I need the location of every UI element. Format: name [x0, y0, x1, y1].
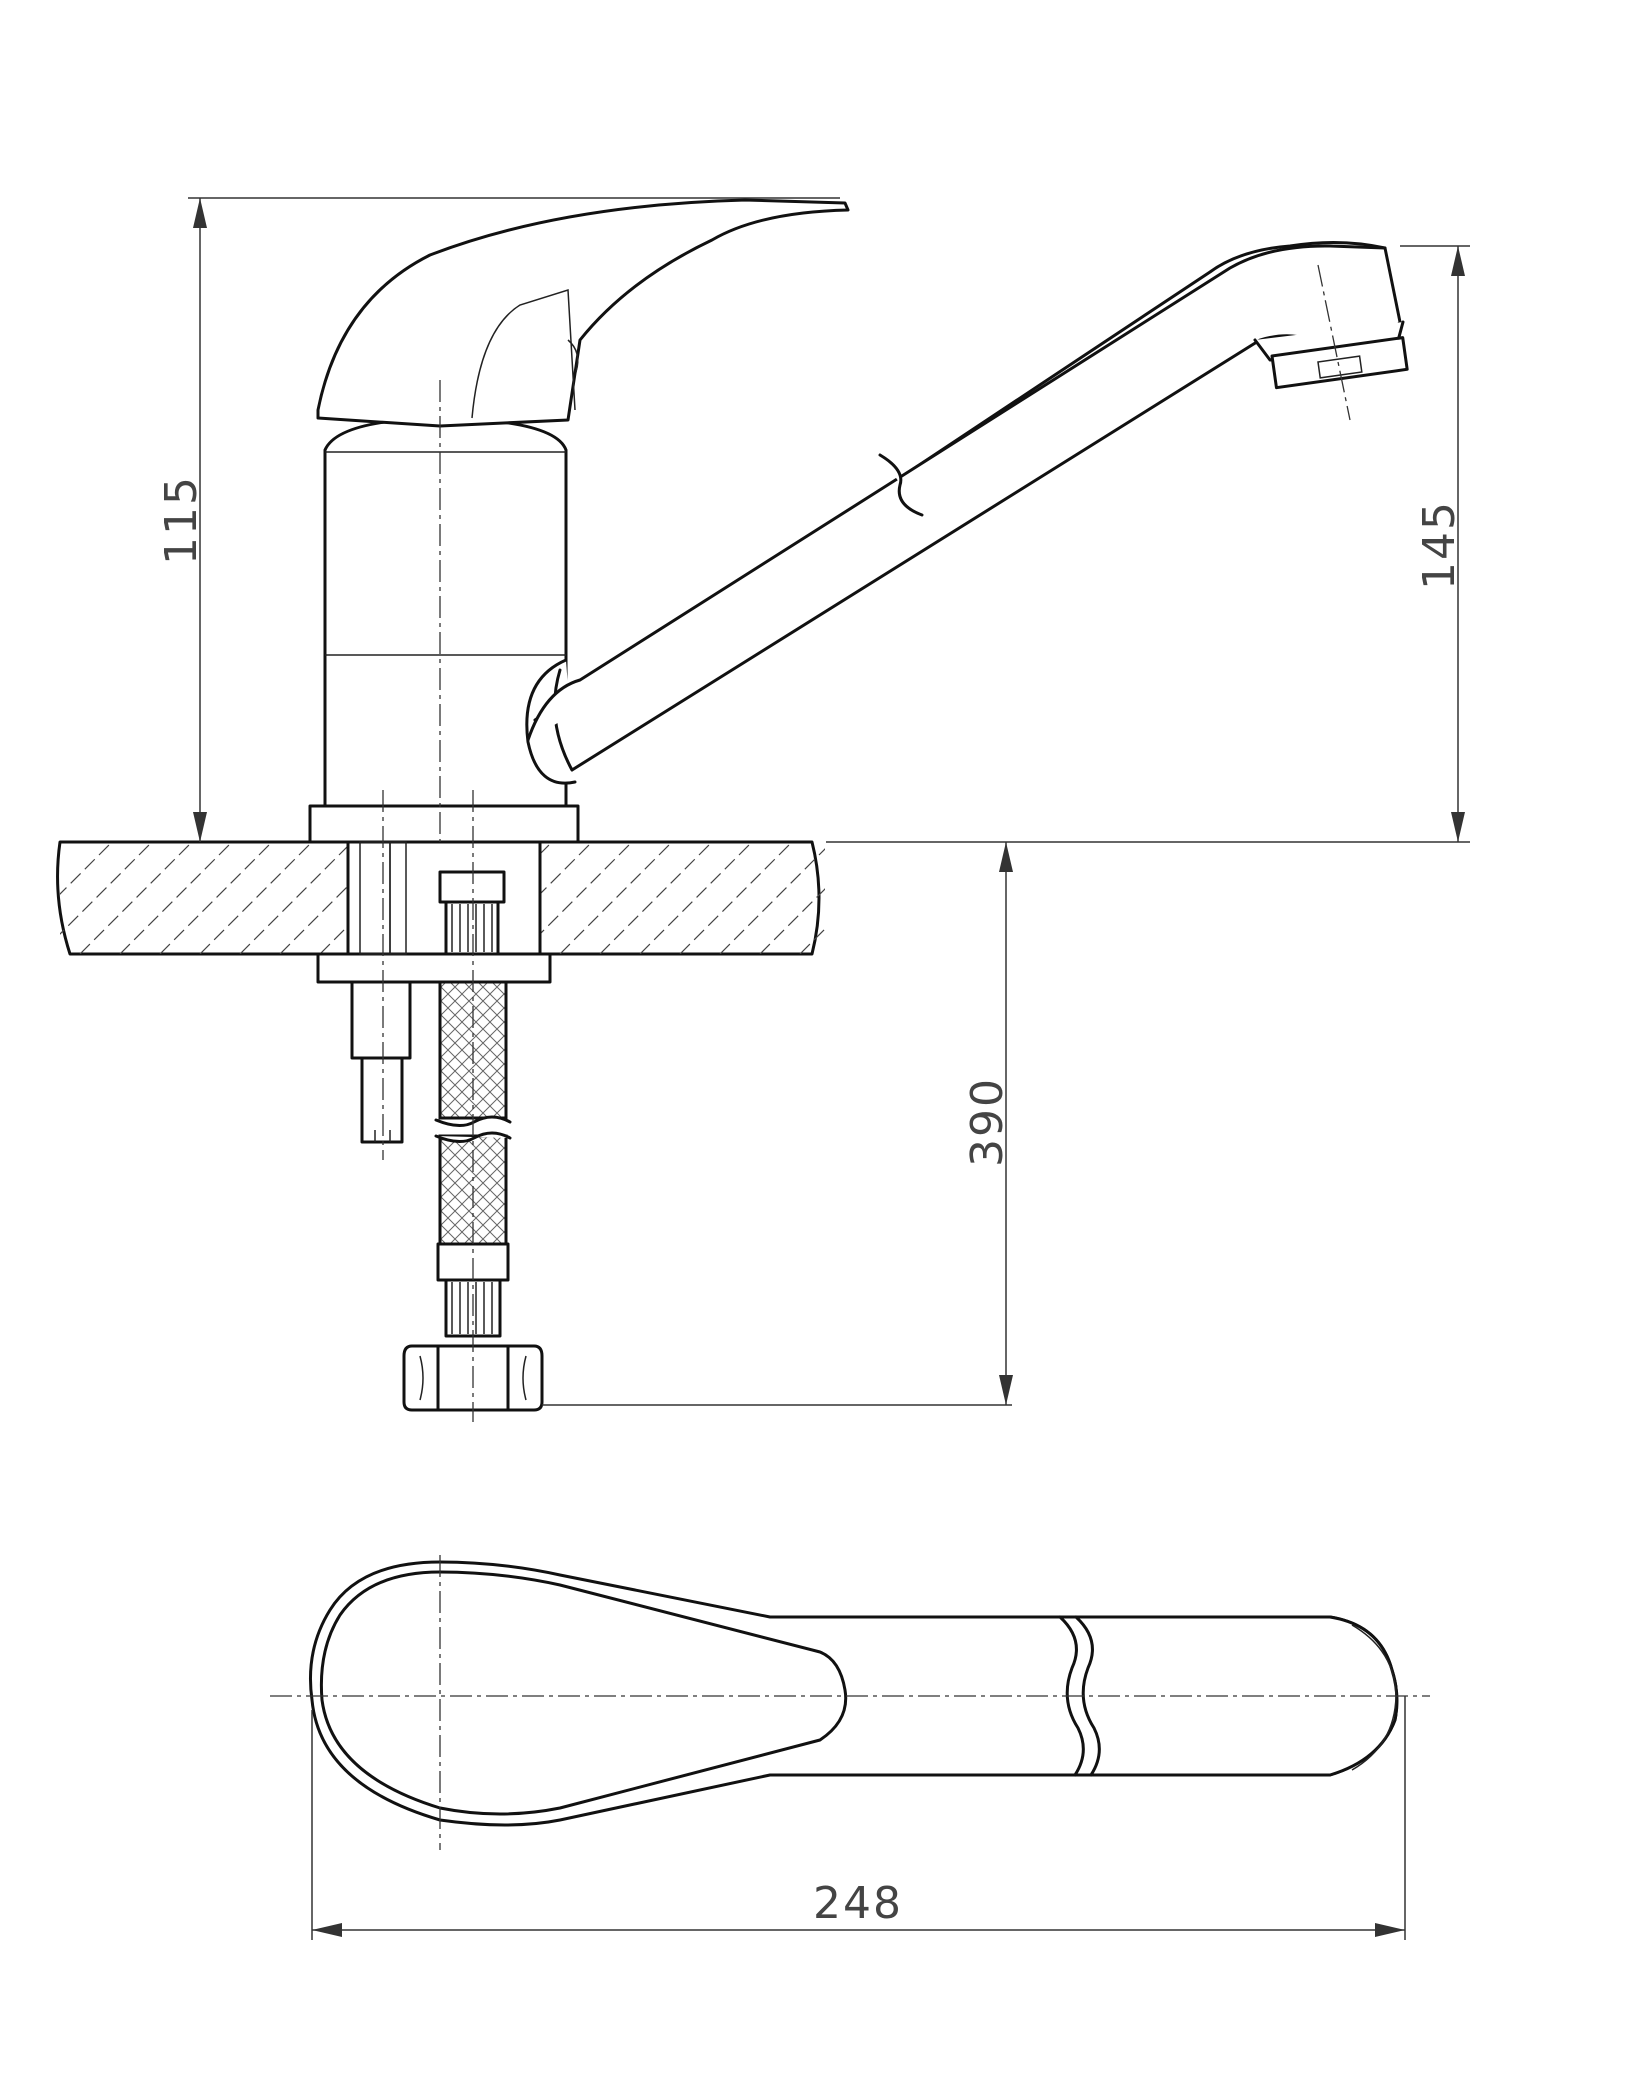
dimension-body-height-label: 115 [156, 475, 207, 565]
dimension-spout-height-label: 145 [1414, 500, 1465, 590]
under-counter-fittings [316, 841, 552, 1144]
hatch-line [599, 842, 713, 954]
dimension-spout-height: 145 [826, 245, 1470, 843]
hatch-line [799, 928, 825, 954]
hatch-line [840, 842, 952, 954]
hatch-line [679, 842, 793, 954]
hatch-line [639, 842, 753, 954]
hatch-line [60, 842, 153, 935]
side-view-centerlines [382, 380, 474, 1422]
dimension-overall-length: 248 [311, 1696, 1406, 1940]
dimension-hose-length: 390 [542, 842, 1013, 1406]
top-view [270, 1555, 1430, 1850]
side-view: 115 145 390 [56, 197, 1470, 1422]
hatch-line [199, 842, 313, 954]
hatch-line [759, 888, 825, 954]
hatch-line [60, 842, 113, 895]
hatch-line [79, 842, 193, 954]
hatch-line [119, 842, 233, 954]
tap-body [308, 416, 580, 844]
dimension-body-height: 115 [156, 197, 840, 842]
hatch-line [159, 842, 273, 954]
countertop-section [56, 840, 992, 956]
dimension-hose-length-label: 390 [962, 1077, 1013, 1167]
lever-handle [316, 198, 850, 428]
spout [526, 240, 1409, 772]
dimension-overall-length-label: 248 [813, 1878, 903, 1929]
hatch-line [239, 842, 353, 954]
hatch-line [559, 842, 673, 954]
hatch-line [719, 848, 825, 954]
hatch-line [880, 842, 992, 954]
